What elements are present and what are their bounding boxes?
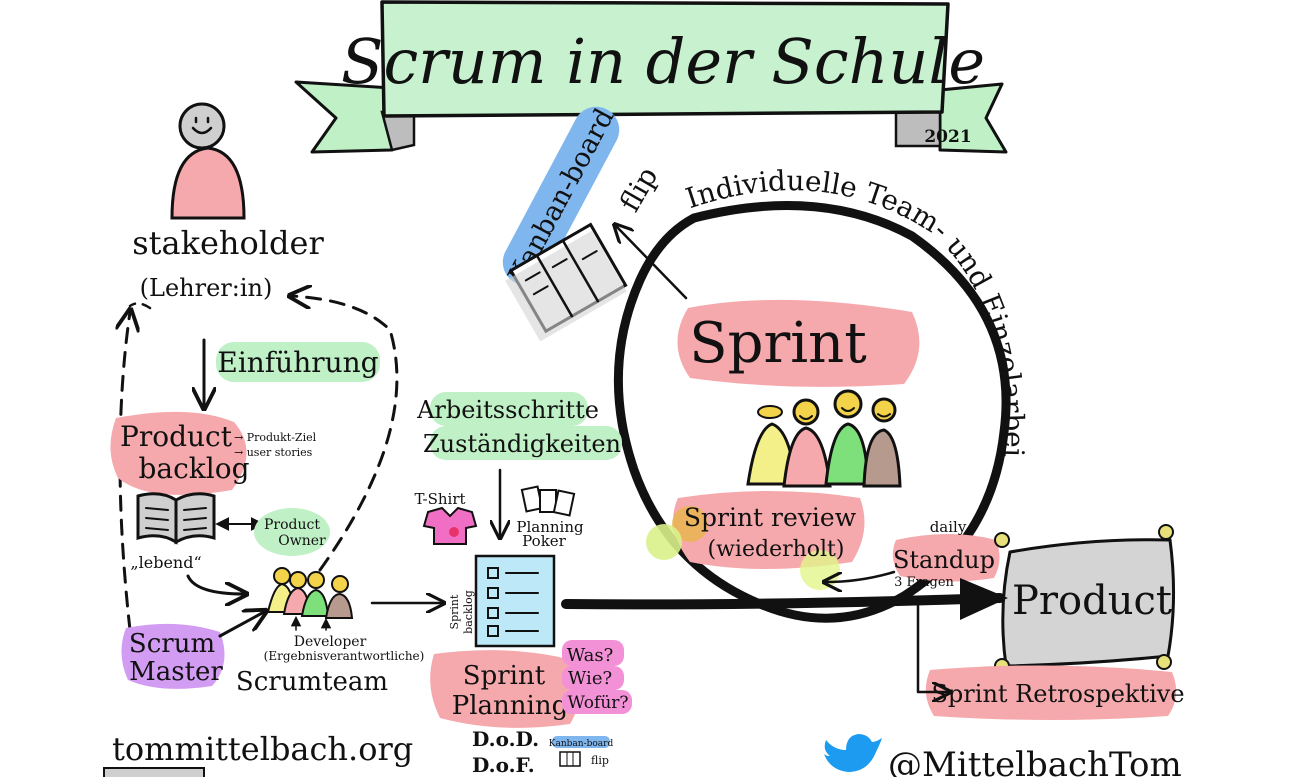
scrum-master-highlight bbox=[121, 623, 225, 689]
sprint-to-product-arrow bbox=[561, 593, 1005, 610]
kanban-board-section: Kanban-board flip bbox=[502, 104, 688, 342]
sprint-label: Sprint bbox=[689, 311, 867, 376]
twitter-handle: @MittelbachTom bbox=[888, 745, 1182, 777]
scrum-team-figures bbox=[266, 567, 354, 619]
question-wofuer: Wofür? bbox=[567, 693, 628, 713]
product-backlog-note-stories: → user stories bbox=[234, 446, 313, 459]
product-backlog-highlight bbox=[110, 411, 247, 495]
stakeholder-sublabel: (Lehrer:in) bbox=[140, 274, 273, 302]
product-backlog-line1: Product bbox=[120, 420, 233, 453]
sprint-retro-highlight bbox=[925, 665, 1177, 720]
scrum-master-line2: Master bbox=[129, 657, 223, 687]
product-box: Product bbox=[994, 524, 1176, 674]
sprint-backlog-line1: Sprint bbox=[448, 594, 461, 629]
arbeitsschritte-line1: Arbeitsschritte bbox=[416, 396, 599, 424]
sprint-backlog-board bbox=[474, 554, 556, 648]
question-was: Was? bbox=[567, 645, 614, 666]
sprint-review-line1: Sprint review bbox=[684, 503, 857, 532]
stakeholder-label: stakeholder bbox=[132, 224, 324, 262]
product-backlog-living: „lebend“ bbox=[130, 553, 201, 572]
product-owner-line2: Owner bbox=[278, 533, 326, 549]
developer-line1: Developer bbox=[294, 634, 367, 650]
sprint-retro-label: Sprint Retrospektive bbox=[931, 680, 1184, 708]
planning-poker-line1: Planning bbox=[516, 518, 584, 536]
tshirt-icon bbox=[422, 506, 478, 545]
arbeitsschritte-line2: Zuständigkeiten bbox=[423, 430, 621, 458]
feedback-dashed-arrow-right bbox=[292, 296, 399, 572]
book-icon bbox=[136, 492, 216, 545]
sprint-planning-line1: Sprint bbox=[463, 661, 546, 691]
dof-label: D.o.F. bbox=[472, 753, 535, 777]
twitter-bird-icon bbox=[824, 734, 882, 772]
small-flip-label: flip bbox=[591, 754, 609, 767]
einfuehrung-label: Einführung bbox=[217, 346, 378, 379]
product-owner-line1: Product bbox=[264, 517, 320, 533]
planning-poker-line2: Poker bbox=[522, 532, 566, 550]
product-label: Product bbox=[1012, 578, 1172, 624]
product-backlog-note-goal: → Produkt-Ziel bbox=[234, 431, 317, 444]
scrum-master-line1: Scrum bbox=[129, 629, 215, 659]
daily-standup-line3: 3 Fragen bbox=[894, 575, 954, 590]
website-label: tommittelbach.org bbox=[112, 730, 413, 768]
sprint-team-figures bbox=[746, 389, 902, 488]
daily-standup-line1: daily bbox=[930, 518, 967, 536]
stakeholder-figure: stakeholder (Lehrer:in) bbox=[132, 102, 324, 302]
sprint-highlight bbox=[677, 299, 920, 387]
kanban-highlight bbox=[502, 106, 620, 286]
daily-standup-line2: Standup bbox=[893, 546, 995, 574]
title-banner: Scrum in der Schule 2021 bbox=[294, 0, 1008, 154]
einfuehrung-highlight bbox=[216, 342, 380, 382]
product-owner-highlight bbox=[254, 508, 330, 556]
sprint-cycle-circle bbox=[613, 201, 1011, 623]
stakeholder-head-icon bbox=[178, 102, 226, 150]
page-title: Scrum in der Schule bbox=[341, 25, 985, 98]
small-kanban-icon bbox=[559, 751, 581, 767]
developer-line2: (Ergebnisverantwortliche) bbox=[264, 649, 425, 663]
kanban-board-icon bbox=[505, 222, 628, 342]
sprint-planning-highlight bbox=[430, 650, 580, 728]
planning-poker-cards-icon bbox=[520, 485, 576, 517]
product-backlog-line2: backlog bbox=[138, 452, 249, 485]
daily-standup-highlight bbox=[892, 534, 1000, 582]
dod-label: D.o.D. bbox=[472, 727, 539, 751]
sprint-backlog-line2: backlog bbox=[462, 590, 475, 634]
year-label: 2021 bbox=[924, 127, 971, 147]
question-wie: Wie? bbox=[568, 668, 612, 689]
sprint-planning-line2: Planning bbox=[452, 691, 569, 721]
license-badge bbox=[103, 767, 205, 777]
tshirt-label: T-Shirt bbox=[414, 490, 465, 508]
kanban-flip-label: flip bbox=[613, 161, 664, 217]
small-kanban-label: Kanban-board bbox=[549, 739, 614, 749]
scrumteam-label: Scrumteam bbox=[236, 667, 388, 697]
sprint-review-highlight bbox=[673, 491, 865, 569]
sprint-review-line2: (wiederholt) bbox=[708, 537, 845, 562]
